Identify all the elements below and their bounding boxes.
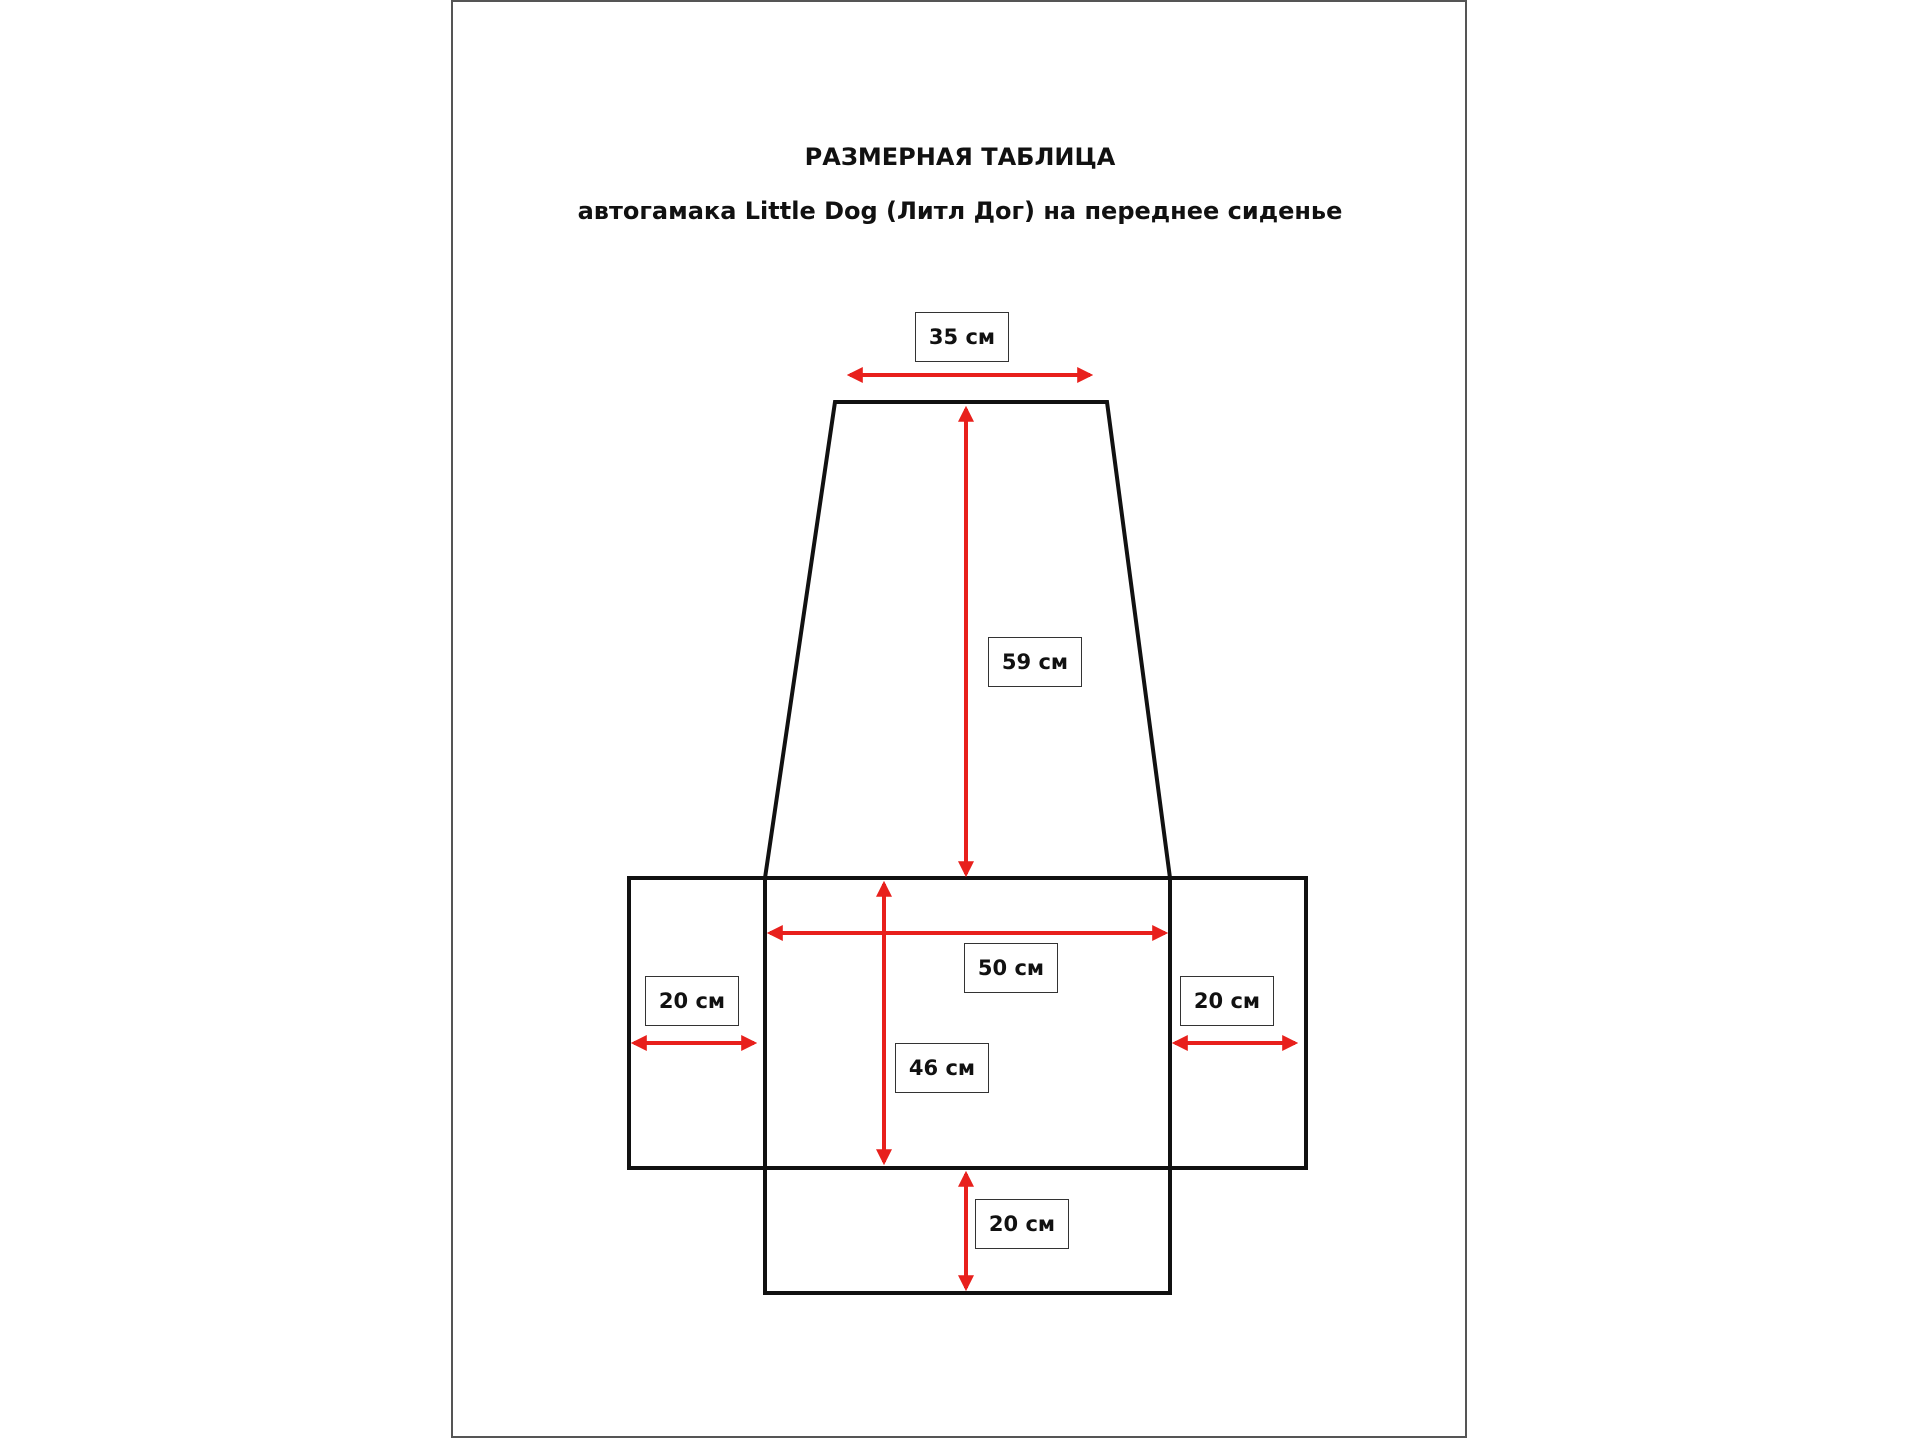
left-flap-outline (627, 876, 767, 1170)
label-seat-depth: 46 см (895, 1043, 989, 1093)
label-left-flap-width: 20 см (645, 976, 739, 1026)
front-flap-outline (763, 1166, 1172, 1295)
page-subtitle: автогамака Little Dog (Литл Дог) на пере… (577, 197, 1343, 225)
label-front-flap-depth: 20 см (975, 1199, 1069, 1249)
page-title: РАЗМЕРНАЯ ТАБЛИЦА (804, 143, 1116, 171)
label-seat-width: 50 см (964, 943, 1058, 993)
dimension-arrows (630, 367, 1299, 1292)
pattern-outline (627, 400, 1308, 1295)
label-right-flap-width: 20 см (1180, 976, 1274, 1026)
label-backrest-height: 59 см (988, 637, 1082, 687)
right-flap-outline (1168, 876, 1308, 1170)
seat-panel-outline (763, 876, 1172, 1170)
label-backrest-top-width: 35 см (915, 312, 1009, 362)
